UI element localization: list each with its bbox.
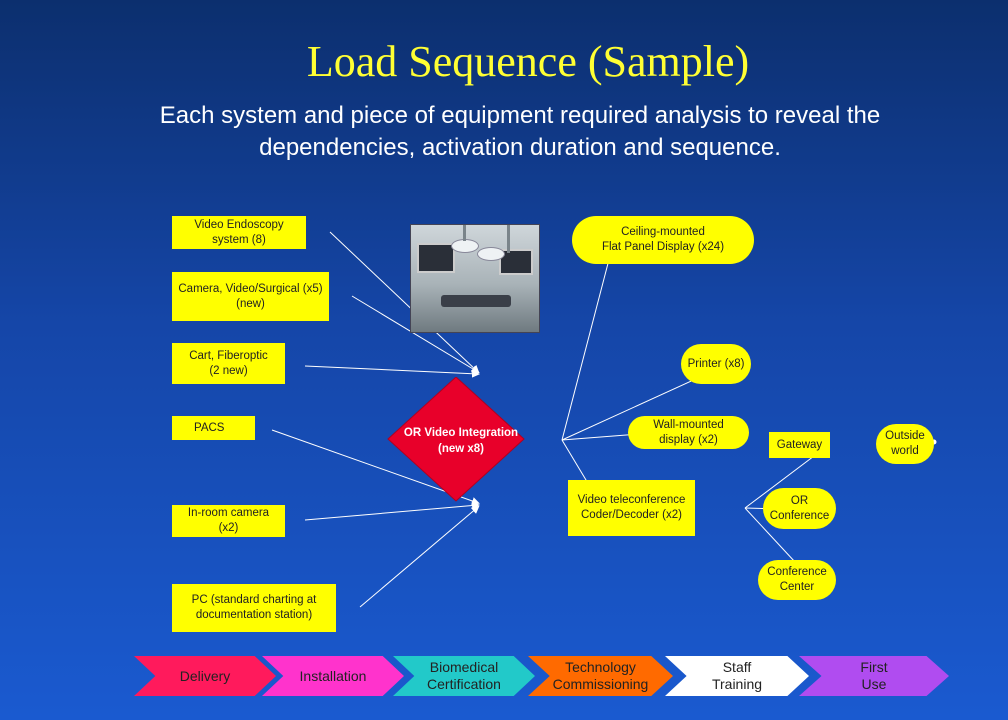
- operating-room-photo-icon: [410, 224, 540, 333]
- step-first-use: First Use: [799, 656, 949, 696]
- step-installation: Installation: [262, 656, 404, 696]
- output-video-teleconference: Video teleconference Coder/Decoder (x2): [568, 480, 695, 536]
- input-in-room-camera: In-room camera (x2): [172, 505, 285, 537]
- output-ceiling-flat-panel: Ceiling-mounted Flat Panel Display (x24): [572, 216, 754, 264]
- endpoint-conference-center: Conference Center: [758, 560, 836, 600]
- page-subtitle: Each system and piece of equipment requi…: [159, 102, 881, 161]
- output-wall-mounted-display: Wall-mounted display (x2): [628, 416, 749, 449]
- or-video-integration-label: OR Video Integration (new x8): [403, 427, 519, 455]
- step-delivery: Delivery: [134, 656, 276, 696]
- step-biomedical-certification: Biomedical Certification: [393, 656, 535, 696]
- endpoint-outside-world: Outside world: [876, 424, 934, 464]
- connector-to-wall-display: [561, 433, 641, 441]
- step-staff-training: Staff Training: [665, 656, 809, 696]
- input-video-endoscopy: Video Endoscopy system (8): [172, 216, 306, 249]
- endpoint-or-conference: OR Conference: [763, 488, 836, 529]
- connector-to-gateway: [744, 449, 823, 509]
- connector-camera: [351, 295, 480, 374]
- connector-pc: [359, 505, 480, 608]
- endpoint-gateway: Gateway: [769, 432, 830, 458]
- connector-to-flat-panel: [561, 247, 613, 441]
- connector-in-room-camera: [304, 501, 480, 521]
- connector-pacs: [271, 429, 480, 505]
- input-pc-standard-charting: PC (standard charting at documentation s…: [172, 584, 336, 632]
- page-title: Load Sequence (Sample): [306, 37, 750, 86]
- connector-video-endoscopy: [329, 231, 480, 374]
- output-printer: Printer (x8): [681, 344, 751, 384]
- connector-cart: [304, 365, 480, 378]
- step-technology-commissioning: Technology Commissioning: [528, 656, 673, 696]
- input-cart-fiberoptic: Cart, Fiberoptic (2 new): [172, 343, 285, 384]
- or-video-integration-node: OR Video Integration (new x8): [386, 377, 536, 507]
- input-camera-video-surgical: Camera, Video/Surgical (x5) (new): [172, 272, 329, 321]
- input-pacs: PACS: [172, 416, 255, 440]
